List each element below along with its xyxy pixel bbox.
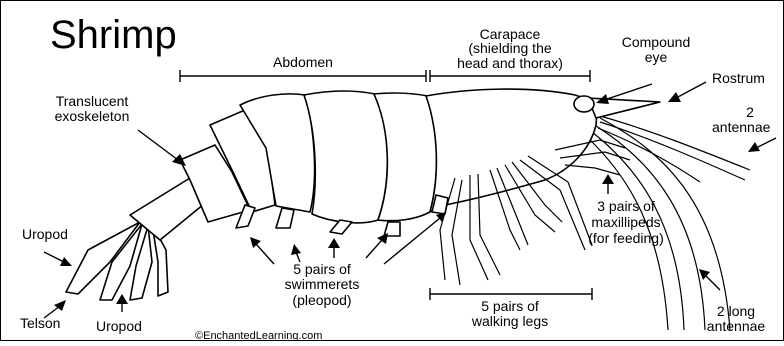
label-walking-legs-2: walking legs xyxy=(471,313,548,329)
swimmeret-2 xyxy=(276,208,294,228)
diagram-title: Shrimp xyxy=(50,13,177,57)
label-carapace-3: head and thorax) xyxy=(457,55,563,71)
label-antennae-long-1: 2 long xyxy=(717,303,755,319)
label-exoskeleton-1: Translucent xyxy=(56,93,129,109)
label-exoskeleton-2: exoskeleton xyxy=(55,108,130,124)
label-swimmerets-2: swimmerets xyxy=(285,276,360,292)
label-telson: Telson xyxy=(20,315,60,331)
compound-eye xyxy=(574,96,594,112)
label-maxillipeds-1: 3 pairs of xyxy=(597,198,655,214)
label-uropod-bottom: Uropod xyxy=(96,318,142,334)
label-walking-legs-1: 5 pairs of xyxy=(481,298,539,314)
label-swimmerets-1: 5 pairs of xyxy=(293,261,351,277)
swimmeret-3 xyxy=(330,220,352,234)
label-antennae-short-1: 2 xyxy=(746,104,754,120)
label-compound-eye-1: Compound xyxy=(622,34,691,50)
carapace-shell xyxy=(426,89,596,212)
label-carapace-2: (shielding the xyxy=(468,40,551,56)
copyright-text: ©EnchantedLearning.com xyxy=(195,330,322,341)
abdomen-segment-2 xyxy=(304,91,387,223)
label-compound-eye-2: eye xyxy=(645,49,668,65)
label-rostrum: Rostrum xyxy=(712,70,765,86)
label-maxillipeds-2: maxillipeds xyxy=(591,214,660,230)
label-swimmerets-3: (pleopod) xyxy=(292,292,351,308)
abdomen-bar xyxy=(180,70,426,82)
label-uropod-left: Uropod xyxy=(22,226,68,242)
label-antennae-short-2: antennae xyxy=(712,119,771,135)
label-abdomen: Abdomen xyxy=(273,54,333,70)
carapace-bar xyxy=(430,70,590,82)
label-maxillipeds-3: (for feeding) xyxy=(588,230,663,246)
label-antennae-long-2: antennae xyxy=(707,318,766,334)
